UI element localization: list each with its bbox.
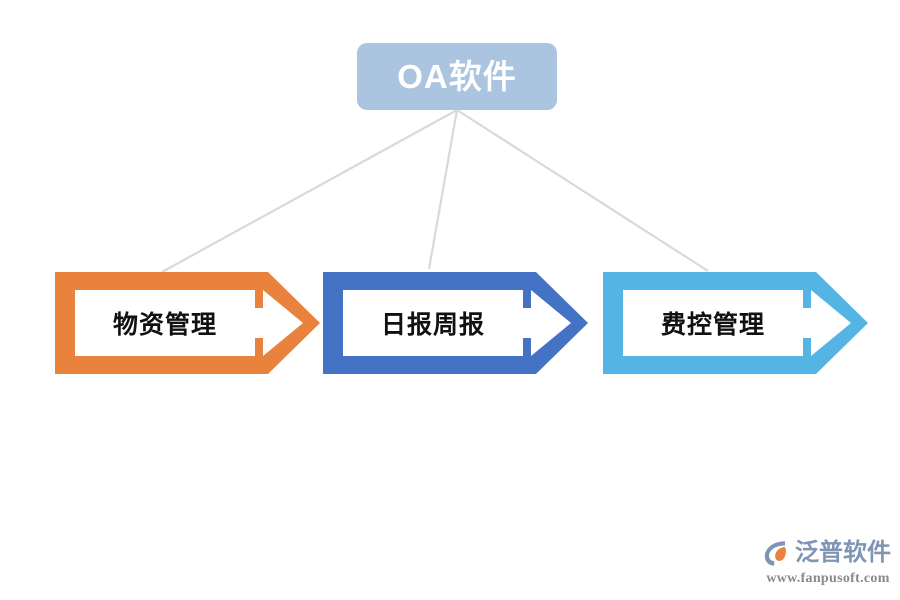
connector-line-left [161,109,458,273]
stage-chevron-3-shape [603,272,868,374]
root-node-label: OA软件 [397,58,517,95]
watermark-brand-row: 泛普软件 [762,536,894,570]
watermark-logo: 泛普软件 www.fanpusoft.com [762,536,894,590]
watermark-url: www.fanpusoft.com [766,571,890,586]
stage-chevron-3[interactable]: 费控管理 [603,272,869,374]
root-node-oa-software[interactable]: OA软件 [357,43,557,110]
connector-line-right [456,109,709,272]
stage-chevron-2[interactable]: 日报周报 [323,272,589,374]
stage-chevron-1[interactable]: 物资管理 [55,272,321,374]
watermark-brand-name: 泛普软件 [795,539,891,566]
stage-chevron-2-shape [323,272,588,374]
connector-line-middle [427,109,459,270]
stage-chevron-1-shape [55,272,320,374]
fanpu-logo-icon [764,541,786,566]
